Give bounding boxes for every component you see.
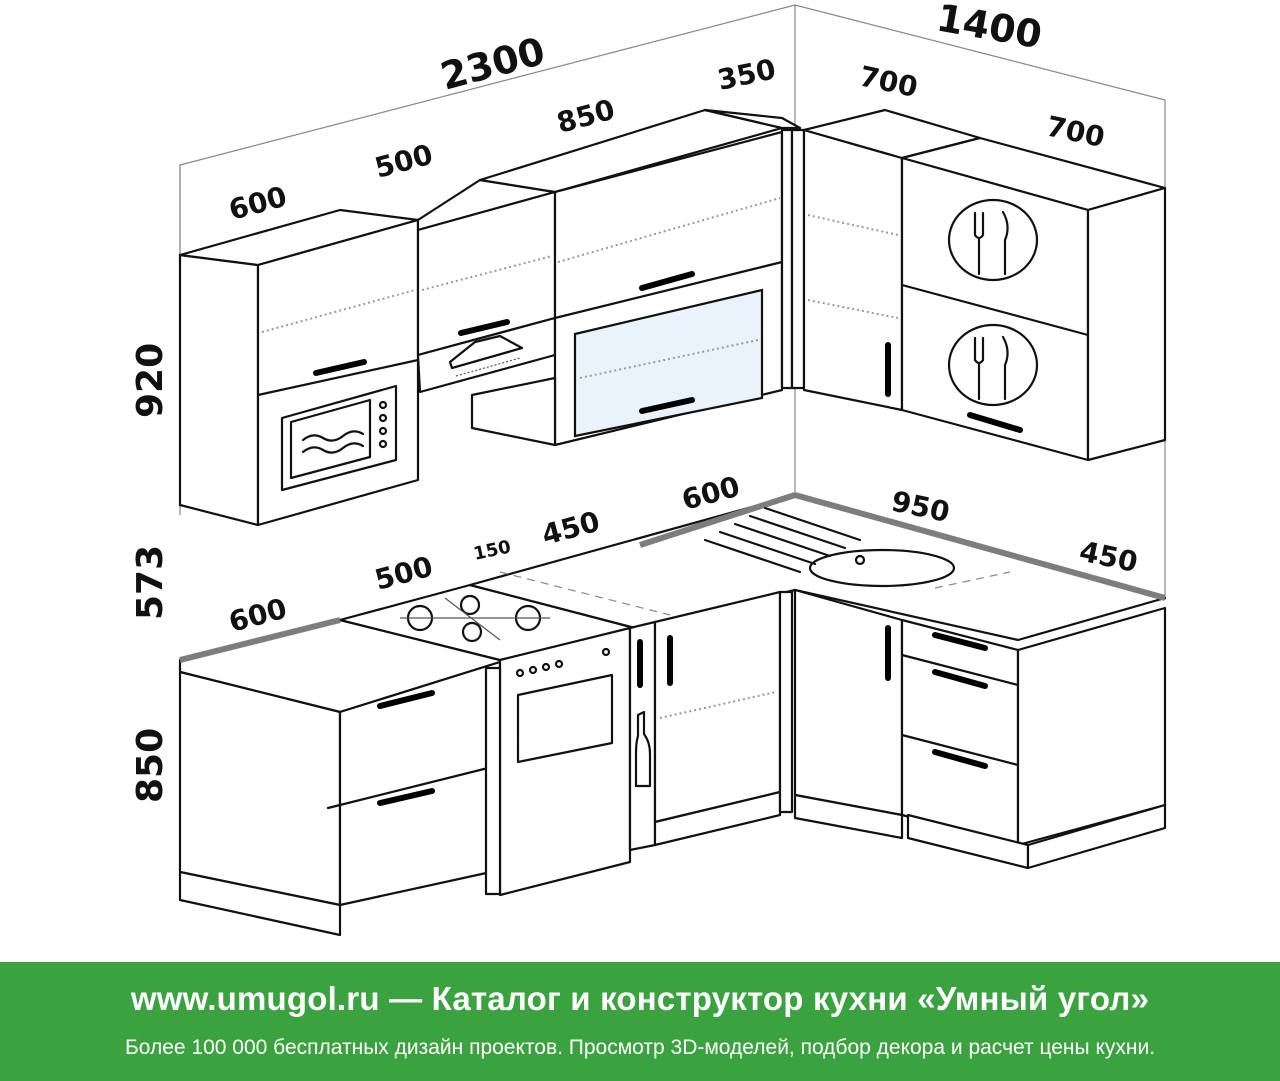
- microwave-icon: [280, 384, 398, 492]
- bottle-rack-icon: [634, 710, 652, 788]
- lower-cabinet-450-drawers: [900, 606, 1167, 870]
- upper-cabinet-500-hood: [416, 178, 557, 394]
- upper-cabinet-700-b: [900, 136, 1167, 462]
- lower-cabinet-150-bottle-rack: [628, 620, 657, 852]
- dim-lower-right-450: 450: [1077, 535, 1141, 579]
- dim-lower-500: 500: [371, 550, 436, 597]
- upper-corner-350: [703, 108, 806, 390]
- gas-hob-icon: [400, 594, 550, 643]
- upper-cabinet-850: [470, 108, 784, 447]
- upper-cabinet-600: [178, 208, 420, 527]
- dim-lower-450: 450: [538, 505, 603, 552]
- fork-knife-icon: [947, 198, 1039, 407]
- banner-subtitle: Более 100 000 бесплатных дизайн проектов…: [124, 1036, 1156, 1059]
- dim-upper-500: 500: [371, 138, 436, 185]
- lower-cabinet-450: [653, 590, 782, 847]
- dim-lower-150: 150: [472, 537, 513, 565]
- lower-cabinet-600: [178, 660, 502, 937]
- dim-upper-600: 600: [225, 180, 290, 227]
- range-hood-icon: [448, 334, 524, 377]
- dim-height-lower: 850: [130, 728, 171, 803]
- dim-height-upper: 920: [130, 343, 171, 418]
- oven-icon: [484, 626, 632, 897]
- dim-lower-600: 600: [225, 592, 290, 639]
- upper-cabinet-700-a: [802, 108, 982, 412]
- sink-icon: [703, 506, 956, 588]
- dim-upper-right-700-a: 700: [857, 60, 921, 104]
- footer-banner: www.umugol.ru — Каталог и конструктор ку…: [0, 962, 1280, 1081]
- dim-lower-600-b: 600: [678, 470, 743, 517]
- banner-title[interactable]: www.umugol.ru — Каталог и конструктор ку…: [130, 980, 1150, 1017]
- dim-wall-left-total: 2300: [436, 29, 550, 99]
- countertop: [178, 492, 1167, 714]
- glass-door: [573, 288, 764, 438]
- dim-upper-850: 850: [553, 93, 618, 140]
- dim-upper-350: 350: [715, 52, 779, 96]
- dim-upper-right-700-b: 700: [1044, 110, 1108, 154]
- dim-height-gap: 573: [130, 545, 171, 620]
- lower-cabinet-950: [793, 588, 904, 840]
- lower-corner-post: [778, 590, 794, 814]
- dim-wall-right-total: 1400: [933, 0, 1045, 57]
- kitchen-drawing: 2300 1400 600 500 850 350 700 700 600 50…: [130, 0, 1167, 937]
